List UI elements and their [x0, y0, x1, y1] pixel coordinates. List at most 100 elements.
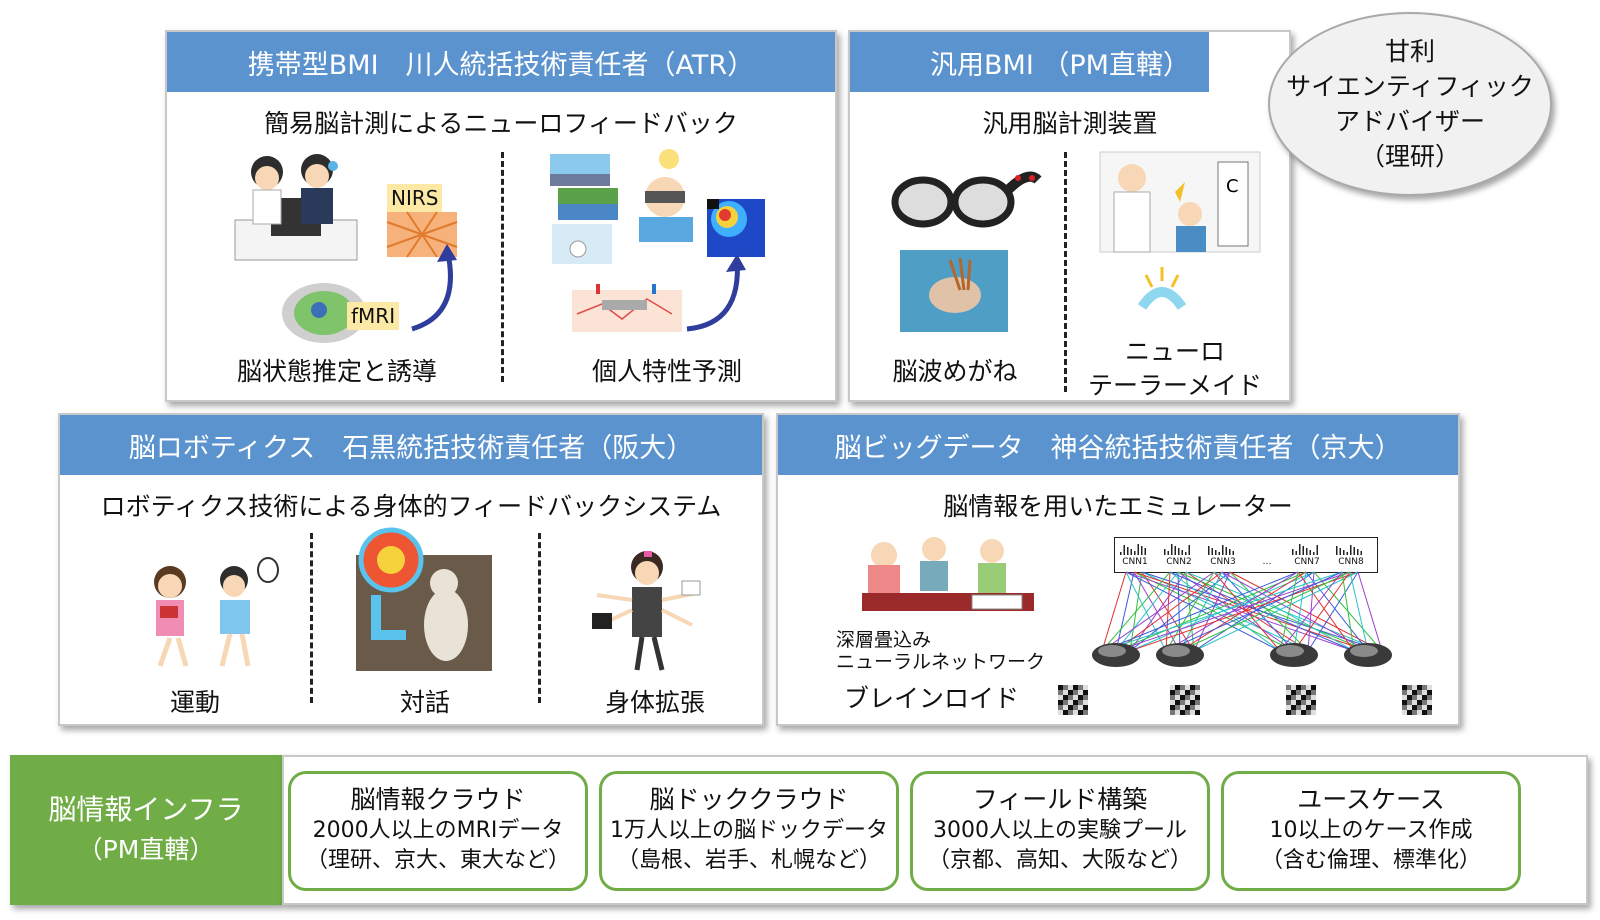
cnn-connection-line	[1115, 571, 1135, 652]
pixel-pattern-cell	[1078, 695, 1083, 700]
panel-portable-bmi: 携帯型BMI 川人統括技術責任者（ATR） 簡易脳計測によるニューロフィードバッ…	[165, 30, 837, 402]
panel-general-bmi: 汎用BMI （PM直轄） 汎用脳計測装置 C 脳波めがね ニューロ テーラーメイ…	[848, 30, 1291, 402]
cnn-activation-bar	[1306, 548, 1308, 555]
cnn-activation-bar	[1225, 547, 1227, 555]
cnn-connection-line	[1193, 571, 1359, 652]
pixel-pattern-cell	[1286, 700, 1291, 705]
label-individual-trait: 個人特性予測	[591, 357, 742, 386]
pixel-pattern-cell	[1058, 695, 1063, 700]
cnn-activation-bar	[1292, 549, 1294, 555]
cnn-activation-bar	[1174, 546, 1176, 555]
pixel-pattern-cell	[1185, 685, 1190, 690]
cnn-activation-bar	[1343, 550, 1345, 555]
cnn-connection-line	[1213, 571, 1355, 652]
cnn-connection-line	[1293, 571, 1351, 652]
cnn-connection-line	[1101, 571, 1215, 652]
pixel-pattern-cell	[1068, 685, 1073, 690]
cnn-activation-bar	[1346, 552, 1348, 555]
cnn-connection-line	[1115, 571, 1179, 652]
infra-box-title: ユースケース	[1297, 785, 1445, 814]
cnn-connection-line	[1101, 571, 1343, 652]
pixel-pattern-cell	[1291, 690, 1296, 695]
pixel-pattern-cell	[1073, 705, 1078, 710]
pixel-pattern-cell	[1190, 700, 1195, 705]
cnn-connection-line	[1229, 571, 1309, 652]
pixel-pattern-cell	[1417, 685, 1422, 690]
pixel-pattern-cell	[1412, 700, 1417, 705]
pixel-pattern-cell	[1306, 690, 1311, 695]
pixel-pattern-cell	[1073, 710, 1078, 715]
cnn-connection-line	[1129, 571, 1359, 652]
pixel-pattern-cell	[1402, 695, 1407, 700]
pixel-pattern-cell	[1190, 685, 1195, 690]
svg-text:C: C	[1226, 176, 1239, 197]
pixel-pattern-cell	[1170, 700, 1175, 705]
pixel-pattern-cell	[1291, 710, 1296, 715]
pixel-pattern-cell	[1417, 700, 1422, 705]
pixel-pattern-cell	[1286, 690, 1291, 695]
cnn-label: CNN7	[1294, 557, 1320, 567]
pixel-pattern-cell	[1402, 700, 1407, 705]
panel-subtitle: 汎用脳計測装置	[982, 109, 1158, 138]
pixel-pattern-cell	[1058, 705, 1063, 710]
cnn-activation-bar	[1339, 548, 1341, 555]
pixel-pattern-cell	[1422, 700, 1427, 705]
cnn-connection-line	[1349, 571, 1369, 652]
pixel-pattern-cell	[1427, 695, 1432, 700]
pixel-pattern-cell	[1195, 690, 1200, 695]
pixel-pattern-cell	[1195, 710, 1200, 715]
infra-box-line1: 1万人以上の脳ドックデータ	[610, 818, 888, 843]
cnn-connection-line	[1229, 571, 1383, 652]
caption-neural-network: ニューラルネットワーク	[836, 651, 1046, 673]
cnn-label: …	[1262, 557, 1272, 567]
pixel-pattern-cell	[1185, 710, 1190, 715]
cnn-activation-bar	[1171, 544, 1173, 555]
panel-header: 脳ビッグデータ 神谷統括技術責任者（京大）	[778, 415, 1458, 475]
advisor-oval: 甘利 サイエンティフィック アドバイザー （理研）	[1268, 12, 1552, 196]
cnn-activation-bar	[1360, 551, 1362, 555]
pixel-pattern-cell	[1402, 705, 1407, 710]
cnn-activation-bar	[1215, 550, 1217, 555]
cnn-connection-line	[1177, 571, 1181, 652]
panel-header: 汎用BMI （PM直轄）	[850, 32, 1209, 92]
cnn-connection-line	[1177, 571, 1369, 652]
cnn-connection-line	[1133, 571, 1369, 652]
pixel-pattern-cell	[1291, 685, 1296, 690]
cnn-activation-bar	[1141, 546, 1143, 555]
pixel-pattern-cell	[1063, 710, 1068, 715]
pixel-pattern-cell	[1407, 705, 1412, 710]
pixel-pattern-cell	[1306, 705, 1311, 710]
pixel-pattern-cell	[1068, 695, 1073, 700]
cnn-connection-lines	[1058, 544, 1432, 715]
cnn-connection-line	[1341, 571, 1355, 652]
pixel-pattern-cell	[1185, 690, 1190, 695]
pixel-pattern-cell	[1170, 705, 1175, 710]
researchers-at-computer-illustration	[234, 154, 358, 261]
brain-model-highlight	[1162, 645, 1190, 657]
cnn-activation-bar	[1130, 549, 1132, 555]
label-neuro-2: テーラーメイド	[1087, 371, 1262, 400]
nirs-tag: NIRS	[387, 184, 443, 212]
label-exercise: 運動	[169, 688, 220, 717]
pixel-pattern-cell	[1063, 695, 1068, 700]
cnn-connection-line	[1169, 571, 1281, 652]
pixel-pattern-cell	[1185, 705, 1190, 710]
brain-model-highlight	[1098, 645, 1126, 657]
pixel-pattern-cell	[1180, 700, 1185, 705]
pixel-pattern-cell	[1422, 695, 1427, 700]
cnn-label: CNN2	[1166, 557, 1192, 567]
cnn-activation-bar	[1357, 549, 1359, 555]
pixel-pattern-cell	[1296, 685, 1301, 690]
caption-brainoid: ブレインロイド	[844, 684, 1020, 713]
cnn-connection-line	[1125, 571, 1281, 652]
cnn-connection-line	[1279, 571, 1343, 652]
cnn-connection-line	[1115, 571, 1351, 652]
pixel-pattern-cell	[1402, 690, 1407, 695]
cnn-connection-line	[1169, 571, 1355, 652]
cnn-activation-bar	[1178, 548, 1180, 555]
infra-row: 脳情報クラウド 2000人以上のMRIデータ （理研、京大、東大など） 脳ドック…	[282, 755, 1588, 905]
pixel-pattern-cell	[1175, 710, 1180, 715]
infra-box-title: 脳ドッククラウド	[649, 785, 849, 814]
pixel-pattern-cell	[1417, 690, 1422, 695]
infra-box-line2: （京都、高知、大阪など）	[927, 848, 1192, 873]
